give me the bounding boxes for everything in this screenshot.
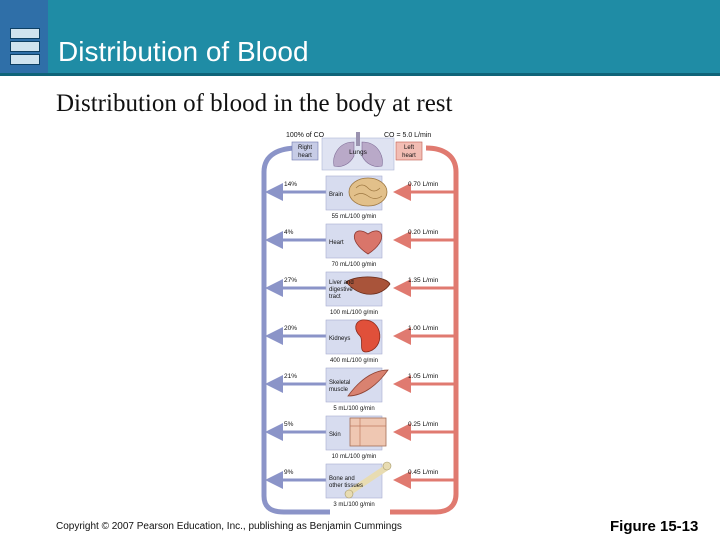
perfusion-rate-label: 55 mL/100 g/min: [332, 214, 377, 220]
blood-flow-label: 1.00 L/min: [408, 325, 439, 332]
trachea-icon: [356, 132, 360, 146]
cardiac-output-share-label: 21%: [284, 373, 297, 380]
supply-artery-line: [390, 145, 459, 515]
blood-flow-label: 0.25 L/min: [408, 421, 439, 428]
organ-name-label: Skin: [329, 432, 341, 438]
organ-name-label: Liver and: [329, 280, 354, 286]
organ-name-label: Kidneys: [329, 336, 350, 342]
brain-folds-icon: [353, 184, 383, 199]
return-vein-line: [261, 145, 330, 515]
perfusion-rate-label: 3 mL/100 g/min: [333, 502, 374, 508]
organ-row: Brain 14% 0.70 L/min 55 mL/100 g/min: [265, 175, 454, 220]
cardiac-output-percent-label: 100% of CO: [286, 132, 325, 139]
stacked-bars-logo-icon: [0, 0, 48, 76]
cardiac-output-share-label: 4%: [284, 229, 294, 236]
heart-organ-icon: [354, 230, 382, 255]
organ-name-label: Skeletal: [329, 380, 350, 386]
organ-row: Kidneys 20% 1.00 L/min 400 mL/100 g/min: [265, 319, 454, 364]
left-heart-label: heart: [402, 153, 416, 159]
slide-subtitle: Distribution of blood in the body at res…: [56, 90, 453, 117]
organ-name-label: Bone and: [329, 476, 355, 482]
kidney-icon: [355, 319, 381, 353]
right-heart-label: heart: [298, 153, 312, 159]
lungs-label: Lungs: [349, 149, 367, 156]
left-heart-label: Left: [404, 145, 414, 151]
muscle-icon: [347, 369, 389, 397]
perfusion-rate-label: 100 mL/100 g/min: [330, 310, 378, 316]
blood-flow-label: 0.45 L/min: [408, 469, 439, 476]
cardiac-output-share-label: 20%: [284, 325, 297, 332]
copyright-notice: Copyright © 2007 Pearson Education, Inc.…: [56, 521, 402, 532]
perfusion-rate-label: 70 mL/100 g/min: [332, 262, 377, 268]
bone-icon: [347, 465, 389, 495]
liver-icon: [345, 276, 391, 295]
perfusion-rate-label: 5 mL/100 g/min: [333, 406, 374, 412]
organ-row: Heart 4% 0.20 L/min 70 mL/100 g/min: [265, 223, 454, 268]
perfusion-rate-label: 10 mL/100 g/min: [332, 454, 377, 460]
organ-name-label: tract: [329, 294, 341, 300]
blood-flow-label: 0.70 L/min: [408, 181, 439, 188]
skin-icon: [349, 417, 387, 447]
right-heart-label: Right: [298, 145, 312, 151]
blood-flow-label: 0.20 L/min: [408, 229, 439, 236]
lungs-icon: [333, 141, 355, 167]
cardiac-output-label: CO = 5.0 L/min: [384, 132, 431, 139]
perfusion-rate-label: 400 mL/100 g/min: [330, 358, 378, 364]
bone-icon: [344, 489, 354, 499]
cardiac-output-share-label: 14%: [284, 181, 297, 188]
cardiac-output-share-label: 5%: [284, 421, 294, 428]
blood-flow-label: 1.35 L/min: [408, 277, 439, 284]
skin-layers-icon: [350, 418, 386, 446]
blood-flow-label: 1.05 L/min: [408, 373, 439, 380]
figure-label: Figure 15-13: [610, 518, 699, 535]
organ-name-label: Heart: [329, 240, 344, 246]
organ-name-label: Brain: [329, 192, 343, 198]
lungs-icon: [361, 141, 383, 167]
title-bar: Distribution of Blood: [0, 0, 720, 76]
bone-icon: [382, 461, 392, 471]
brain-icon: [348, 177, 388, 207]
organ-name-label: other tissues: [329, 483, 363, 489]
organ-name-label: digestive: [329, 287, 353, 293]
organ-name-label: muscle: [329, 387, 349, 393]
organ-row: Skin 5% 0.25 L/min 10 mL/100 g/min: [265, 415, 454, 460]
cardiac-output-share-label: 27%: [284, 277, 297, 284]
cardiac-output-share-label: 9%: [284, 469, 294, 476]
slide-title: Distribution of Blood: [58, 36, 309, 67]
right-heart-box: [291, 141, 319, 161]
left-heart-box: [395, 141, 423, 161]
